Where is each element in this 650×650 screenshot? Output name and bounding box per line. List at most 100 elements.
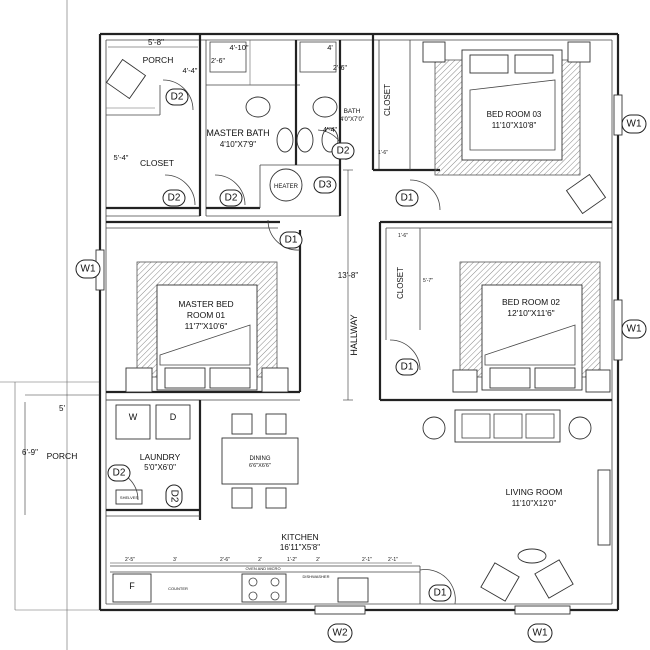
bath-label: BATH xyxy=(344,108,361,115)
master-bath-label: MASTER BATH xyxy=(206,128,269,138)
dim-porch-depth: 4'-4" xyxy=(183,66,198,75)
armchair xyxy=(565,173,607,215)
window-right-top xyxy=(613,94,623,136)
dishwasher-label: DISHWASHER xyxy=(303,574,330,579)
svg-text:W1: W1 xyxy=(627,324,642,335)
laundry-label: LAUNDRY xyxy=(140,452,181,462)
door-tag-d1-bed2: D1 xyxy=(395,358,419,376)
door-tag-d1-bed3: D1 xyxy=(395,189,419,207)
sofa xyxy=(422,409,592,443)
interior-walls xyxy=(106,34,612,604)
tv-unit xyxy=(597,469,611,546)
laundry-shelf-label: SHELVES xyxy=(120,495,138,500)
washer-label: W xyxy=(129,412,138,422)
laundry-size: 5'0"X6'0" xyxy=(144,463,176,472)
porch-chair xyxy=(105,58,147,100)
dim-hallway-length: 13'-8" xyxy=(338,271,359,280)
kitchen-dimension: 2'-1" xyxy=(388,557,398,563)
dim-closet-height: 5'-4" xyxy=(114,153,129,162)
nightstand xyxy=(261,367,289,393)
dim-bath-width: 4' xyxy=(327,43,333,52)
svg-text:D1: D1 xyxy=(434,588,447,599)
hallway-label: HALLWAY xyxy=(349,314,359,355)
svg-text:W1: W1 xyxy=(627,119,642,130)
window-tag-w1-bottom: W1 xyxy=(527,623,553,643)
door-tag-d1-entry: D1 xyxy=(428,584,452,602)
laundry-shelf xyxy=(115,489,143,505)
door-tag-d2-porch: D2 xyxy=(165,88,189,106)
fridge-label: F xyxy=(129,581,135,591)
kitchen-dimension: 1'-2" xyxy=(287,557,297,563)
bedroom3-size: 11'10"X10'8" xyxy=(492,121,537,130)
window-bottom-w1 xyxy=(514,605,571,615)
svg-text:W1: W1 xyxy=(81,264,96,275)
dim-b3-closet: 1'-6" xyxy=(378,150,388,156)
window-tag-w1-right-mid: W1 xyxy=(621,319,647,339)
bedroom2-size: 12'10"X11'6" xyxy=(507,308,554,318)
heater-label: HEATER xyxy=(274,184,299,190)
master-bath-size: 4'10"X7'9" xyxy=(220,140,256,149)
heater-icon xyxy=(269,168,303,202)
armchair xyxy=(480,562,520,602)
dining-set xyxy=(221,413,299,509)
master-bed xyxy=(156,284,258,391)
svg-text:D2: D2 xyxy=(113,468,126,479)
washer xyxy=(115,404,151,440)
svg-text:D2: D2 xyxy=(168,193,181,204)
svg-text:D2: D2 xyxy=(225,193,238,204)
dryer-label: D xyxy=(170,412,177,422)
dim-b2-closet-h: 5'-7" xyxy=(423,278,433,284)
svg-text:D2: D2 xyxy=(171,92,184,103)
door-tag-d2-bath: D2 xyxy=(331,142,355,160)
bedroom2-label: BED ROOM 02 xyxy=(502,297,560,307)
door-tag-d2-laundry: D2 xyxy=(107,464,131,482)
dim-mbath-depth: 2'-6" xyxy=(211,58,225,65)
kitchen-dimension: 2'-5" xyxy=(125,557,135,563)
closet-bed2-label: CLOSET xyxy=(396,267,405,299)
sink xyxy=(337,577,369,603)
window-right-mid xyxy=(613,299,623,361)
door-tag-d1-master: D1 xyxy=(279,231,303,249)
coffee-table xyxy=(517,548,547,564)
counter-label: COUNTER xyxy=(168,586,188,591)
kitchen-size: 16'11"X5'8" xyxy=(280,543,320,552)
svg-text:D2: D2 xyxy=(169,490,180,503)
nightstand xyxy=(125,367,153,393)
door-tag-d2-laundry-rot: D2 xyxy=(165,484,183,508)
closet-bed3-label: CLOSET xyxy=(383,84,392,116)
kitchen-dimension: 2' xyxy=(258,557,262,563)
window-tag-w1-right-top: W1 xyxy=(621,114,647,134)
kitchen-dimension: 3' xyxy=(173,557,177,563)
dining-label: DINING xyxy=(250,456,271,462)
bedroom2-bed xyxy=(481,284,583,391)
kitchen-dimension: 2'-1" xyxy=(362,557,372,563)
svg-text:D1: D1 xyxy=(285,235,298,246)
kitchen-dimension-row: 2'-5"3'2'-6"2'1'-2"2'2'-1"2'-1" xyxy=(125,557,398,563)
living-room-label: LIVING ROOM xyxy=(506,487,563,497)
door-tag-d2-closet-b: D2 xyxy=(219,189,243,207)
svg-text:D2: D2 xyxy=(337,146,350,157)
top-porch xyxy=(106,85,161,116)
nightstand xyxy=(422,41,446,63)
dining-size: 6'6"X6'6" xyxy=(249,463,271,469)
bedroom3-bed xyxy=(461,49,563,161)
dryer xyxy=(155,404,191,440)
master-bed-label-1: MASTER BED xyxy=(178,299,233,309)
door-tag-d2-closet-a: D2 xyxy=(162,189,186,207)
porch-left-label: PORCH xyxy=(47,451,78,461)
closet-left-label: CLOSET xyxy=(140,158,174,168)
dim-porch-left-width: 5' xyxy=(59,404,65,413)
dim-b2-closet-w: 1'-6" xyxy=(398,233,408,239)
window-tag-w1-left: W1 xyxy=(75,259,101,279)
bath-size: 4'0"X7'0" xyxy=(340,117,364,123)
armchair xyxy=(534,559,574,599)
dim-porch-left-height: 6'-9" xyxy=(22,448,38,457)
dim-bath-side: 4'-4" xyxy=(323,127,337,134)
stove xyxy=(241,573,287,603)
dim-bath-depth: 2'-6" xyxy=(333,65,347,72)
master-bed-size: 11'7"X10'6" xyxy=(185,321,228,331)
dim-porch-width: 5'-8" xyxy=(148,38,164,47)
door-tag-d3-heater: D3 xyxy=(313,176,337,194)
bedroom3-label: BED ROOM 03 xyxy=(487,110,542,119)
